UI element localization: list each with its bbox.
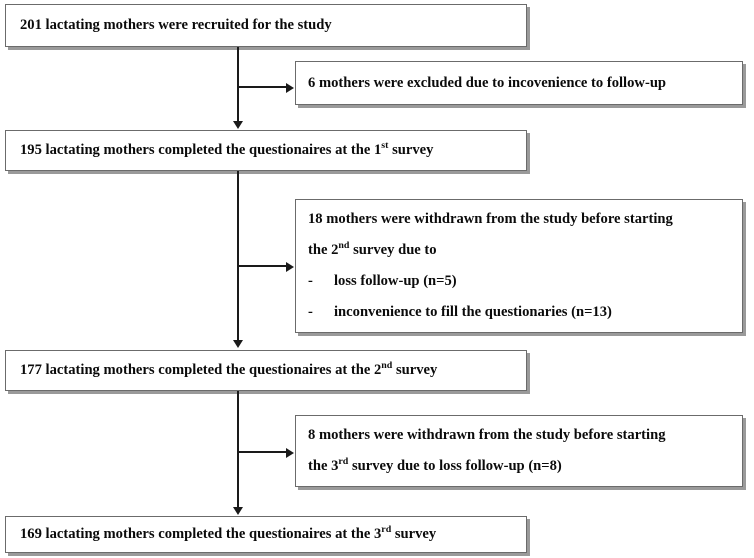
- connector-branch-1: [237, 86, 287, 88]
- bullet-item: - loss follow-up (n=5): [308, 273, 734, 290]
- bullet-item: - inconvenience to fill the questionarie…: [308, 304, 734, 321]
- connector-trunk-3: [237, 391, 239, 509]
- box-withdrawn-survey2-line-2: the 2nd survey due to: [308, 240, 437, 259]
- box-withdrawn-survey3: 8 mothers were withdrawn from the study …: [295, 415, 743, 487]
- connector-branch-2: [237, 265, 287, 267]
- bullet-text: inconvenience to fill the questionaries …: [334, 303, 612, 320]
- arrowhead-down-3: [233, 507, 243, 515]
- box-withdrawn-survey3-line-1: 8 mothers were withdrawn from the study …: [308, 427, 666, 444]
- box-survey2-text: 177 lactating mothers completed the ques…: [20, 360, 438, 379]
- box-recruited-text: 201 lactating mothers were recruited for…: [20, 17, 332, 34]
- box-withdrawn-survey2-line-1: 18 mothers were withdrawn from the study…: [308, 211, 673, 228]
- box-shadow: [743, 418, 746, 490]
- box-survey1-completed: 195 lactating mothers completed the ques…: [5, 130, 527, 171]
- box-survey2-completed: 177 lactating mothers completed the ques…: [5, 350, 527, 391]
- bullet-dash: -: [308, 303, 313, 320]
- arrowhead-right-3: [286, 448, 294, 458]
- arrowhead-right-1: [286, 83, 294, 93]
- box-excluded-line: 6 mothers were excluded due to incovenie…: [308, 74, 667, 91]
- box-withdrawn-survey3-line-2: the 3rd survey due to loss follow-up (n=…: [308, 456, 562, 474]
- ordinal-suffix: nd: [381, 360, 393, 372]
- box-shadow: [743, 64, 746, 108]
- box-shadow: [743, 202, 746, 336]
- box-survey1-text: 195 lactating mothers completed the ques…: [20, 140, 434, 159]
- arrowhead-down-2: [233, 340, 243, 348]
- box-excluded: 6 mothers were excluded due to incovenie…: [295, 61, 743, 105]
- box-shadow: [8, 171, 530, 174]
- box-shadow: [298, 105, 746, 108]
- box-survey3-completed: 169 lactating mothers completed the ques…: [5, 516, 527, 553]
- box-shadow: [527, 353, 530, 394]
- bullet-dash: -: [308, 273, 313, 289]
- connector-trunk-2: [237, 171, 239, 342]
- box-shadow: [8, 391, 530, 394]
- arrowhead-down-1: [233, 121, 243, 129]
- box-recruited: 201 lactating mothers were recruited for…: [5, 4, 527, 47]
- box-shadow: [527, 519, 530, 556]
- arrowhead-right-2: [286, 262, 294, 272]
- connector-trunk-1: [237, 47, 239, 123]
- box-withdrawn-survey2: 18 mothers were withdrawn from the study…: [295, 199, 743, 333]
- box-shadow: [527, 7, 530, 50]
- box-shadow: [298, 487, 746, 490]
- box-shadow: [527, 133, 530, 174]
- ordinal-suffix: rd: [381, 524, 392, 536]
- connector-branch-3: [237, 451, 287, 453]
- ordinal-suffix: st: [381, 140, 389, 152]
- ordinal-suffix: rd: [338, 456, 349, 468]
- bullet-text: loss follow-up (n=5): [334, 273, 457, 289]
- ordinal-suffix: nd: [338, 240, 350, 252]
- box-shadow: [8, 47, 530, 50]
- box-shadow: [8, 553, 530, 556]
- box-survey3-text: 169 lactating mothers completed the ques…: [20, 524, 437, 543]
- box-shadow: [298, 333, 746, 336]
